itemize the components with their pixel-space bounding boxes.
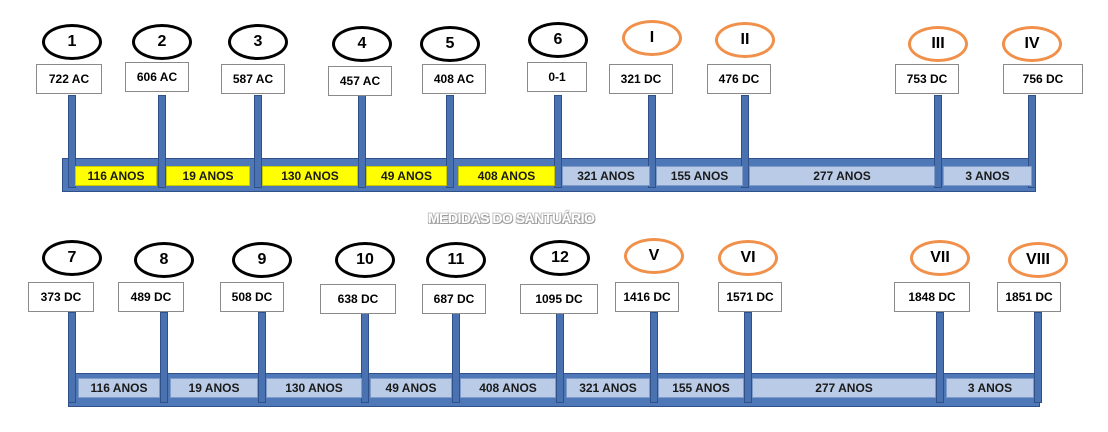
interval-segment: 155 ANOS	[658, 378, 744, 398]
timeline-pole	[554, 95, 562, 188]
marker-date: 587 AC	[221, 64, 285, 94]
interval-segment: 49 ANOS	[366, 166, 447, 186]
marker-date: 1571 DC	[718, 282, 782, 312]
interval-segment: 116 ANOS	[75, 166, 157, 186]
marker-date: 321 DC	[609, 64, 673, 94]
marker-date: 1851 DC	[997, 282, 1061, 312]
interval-segment: 408 ANOS	[458, 166, 555, 186]
timeline-pole	[68, 95, 76, 188]
timeline-pole	[1028, 95, 1036, 188]
interval-segment: 3 ANOS	[946, 378, 1034, 398]
marker-date: 756 DC	[1003, 64, 1083, 94]
marker-label: 10	[335, 242, 395, 278]
marker-label: 12	[530, 240, 590, 276]
marker-label: II	[715, 22, 775, 58]
marker-label: 1	[42, 24, 102, 60]
interval-segment: 130 ANOS	[266, 378, 362, 398]
marker-label: VII	[910, 240, 970, 276]
interval-segment: 155 ANOS	[656, 166, 743, 186]
marker-date: 508 DC	[220, 282, 284, 312]
timeline-pole	[258, 312, 266, 403]
interval-segment: 277 ANOS	[752, 378, 936, 398]
marker-label: IV	[1002, 26, 1062, 62]
interval-segment: 408 ANOS	[460, 378, 556, 398]
interval-segment: 19 ANOS	[166, 166, 250, 186]
timeline-pole	[934, 95, 942, 188]
timeline-pole	[68, 312, 76, 403]
marker-date: 1848 DC	[894, 282, 970, 312]
interval-segment: 116 ANOS	[78, 378, 160, 398]
marker-label: 6	[528, 22, 588, 58]
interval-segment: 321 ANOS	[562, 166, 650, 186]
timeline-pole	[648, 95, 656, 188]
timeline-pole	[361, 312, 369, 403]
marker-date: 0-1	[527, 62, 587, 92]
interval-segment: 277 ANOS	[749, 166, 935, 186]
interval-segment: 19 ANOS	[170, 378, 258, 398]
timeline-pole	[452, 312, 460, 403]
marker-label: III	[908, 26, 968, 62]
marker-label: 9	[232, 242, 292, 278]
marker-label: VIII	[1008, 242, 1068, 278]
timeline-pole	[254, 95, 262, 188]
marker-label: 7	[42, 240, 102, 276]
timeline-pole	[358, 95, 366, 188]
marker-date: 687 DC	[422, 284, 486, 314]
watermark: MEDIDAS DO SANTUÁRIO	[428, 210, 595, 226]
marker-label: 2	[132, 24, 192, 60]
marker-date: 606 AC	[125, 62, 189, 92]
marker-date: 373 DC	[28, 282, 94, 312]
timeline-pole	[744, 312, 752, 403]
marker-label: I	[622, 20, 682, 56]
timeline-pole	[650, 312, 658, 403]
timeline-pole	[158, 95, 166, 188]
marker-date: 408 AC	[422, 64, 486, 94]
marker-label: 5	[420, 26, 480, 62]
marker-label: 11	[426, 242, 486, 278]
marker-date: 476 DC	[707, 64, 771, 94]
timeline-pole	[1034, 312, 1042, 403]
marker-label: 3	[228, 24, 288, 60]
marker-date: 753 DC	[895, 64, 959, 94]
marker-date: 489 DC	[118, 282, 184, 312]
marker-label: VI	[718, 240, 778, 276]
interval-segment: 49 ANOS	[370, 378, 452, 398]
marker-label: V	[624, 238, 684, 274]
interval-segment: 130 ANOS	[262, 166, 358, 186]
timeline-pole	[160, 312, 168, 403]
timeline-pole	[741, 95, 749, 188]
marker-date: 1416 DC	[615, 282, 679, 312]
marker-label: 8	[134, 242, 194, 278]
marker-date: 457 AC	[328, 66, 392, 96]
marker-date: 722 AC	[36, 64, 102, 94]
timeline-pole	[936, 312, 944, 403]
interval-segment: 3 ANOS	[943, 166, 1032, 186]
marker-label: 4	[332, 26, 392, 62]
interval-segment: 321 ANOS	[566, 378, 650, 398]
marker-date: 638 DC	[320, 284, 396, 314]
marker-date: 1095 DC	[520, 284, 598, 314]
timeline-pole	[556, 312, 564, 403]
timeline-pole	[446, 95, 454, 188]
